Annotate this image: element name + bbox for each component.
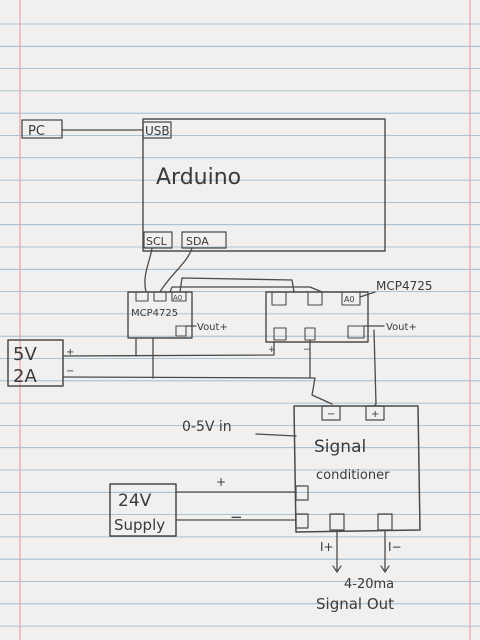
sda-label: SDA bbox=[186, 235, 209, 248]
iminus-label: I− bbox=[388, 540, 402, 554]
conditioner-iplus-terminal bbox=[329, 513, 345, 531]
wire-vout-signal bbox=[373, 329, 377, 407]
mcp-plus-label: + bbox=[268, 345, 276, 355]
wire-i2c-bus-2 bbox=[169, 286, 323, 293]
arduino-label: Arduino bbox=[156, 165, 241, 190]
vout-right-label: Vout+ bbox=[386, 322, 417, 333]
conditioner-plus-terminal bbox=[365, 405, 385, 421]
mcp4725-left-a0-pin bbox=[171, 291, 187, 302]
mcp4725-right-pin-2 bbox=[307, 291, 323, 306]
plus-24v-label: + bbox=[216, 475, 226, 489]
mcp-minus-label: − bbox=[303, 345, 311, 355]
current-range-label: 4-20ma bbox=[344, 577, 394, 592]
sda-pin bbox=[181, 231, 227, 249]
mcp4725-right-gnd-pin bbox=[273, 327, 287, 341]
pc-label: PC bbox=[28, 124, 45, 139]
psu-24v bbox=[109, 483, 177, 537]
minus-24v-label: − bbox=[230, 508, 243, 526]
mcp4725-right-label: MCP4725 bbox=[376, 279, 433, 293]
psu-5v-line1: 5V bbox=[13, 344, 37, 365]
arrow-iminus bbox=[380, 565, 390, 573]
mcp4725-right-pin-3 bbox=[304, 327, 316, 341]
scl-label: SCL bbox=[146, 235, 168, 248]
signal-label: Signal bbox=[314, 437, 366, 457]
psu-5v-line2: 2A bbox=[13, 366, 37, 387]
mcp4725-left-vout-pin bbox=[175, 325, 187, 337]
ruled-lines bbox=[0, 23, 480, 627]
psu-5v-plus: + bbox=[66, 347, 74, 358]
mcp4725-right-pin-1 bbox=[271, 291, 287, 306]
wire-scl bbox=[144, 247, 153, 293]
signal-out-label: Signal Out bbox=[316, 595, 394, 613]
usb-port bbox=[142, 121, 172, 139]
conditioner-24v-minus-terminal bbox=[295, 513, 309, 529]
iplus-label: I+ bbox=[320, 540, 334, 554]
mcp4725-left-pin-1 bbox=[135, 291, 149, 302]
a0-left-label: A0 bbox=[173, 294, 182, 302]
arrow-iplus bbox=[332, 565, 342, 573]
wire-5v-positive bbox=[62, 341, 275, 357]
pc-box bbox=[21, 119, 63, 139]
conditioner-label: conditioner bbox=[316, 468, 390, 483]
input-voltage-label: 0-5V in bbox=[182, 419, 232, 435]
conditioner-minus-terminal bbox=[321, 405, 341, 421]
psu-24v-line2: Supply bbox=[114, 516, 165, 534]
psu-5v-minus: − bbox=[66, 366, 74, 377]
usb-label: USB bbox=[145, 124, 170, 138]
wire-sda bbox=[159, 247, 193, 293]
mcp4725-right-vout-pin bbox=[347, 325, 365, 339]
vout-left-label: Vout+ bbox=[197, 322, 228, 333]
psu-24v-line1: 24V bbox=[118, 491, 152, 511]
conditioner-plus-label: + bbox=[371, 409, 379, 420]
mcp4725-left-label: MCP4725 bbox=[131, 308, 178, 319]
pointer-mcp4725-right bbox=[359, 291, 376, 298]
arduino-board bbox=[142, 118, 386, 252]
scl-pin bbox=[143, 231, 173, 249]
wire-i2c-bus-1 bbox=[179, 277, 295, 293]
a0-right-label: A0 bbox=[344, 295, 355, 304]
mcp4725-right-a0-pin bbox=[341, 291, 361, 306]
wire-5v-ground bbox=[62, 376, 333, 405]
pointer-input-voltage bbox=[255, 433, 297, 437]
psu-5v bbox=[7, 339, 64, 387]
mcp4725-left-pin-2 bbox=[153, 291, 167, 302]
conditioner-minus-label: − bbox=[327, 409, 335, 420]
conditioner-24v-plus-terminal bbox=[295, 485, 309, 501]
conditioner-iminus-terminal bbox=[377, 513, 393, 531]
